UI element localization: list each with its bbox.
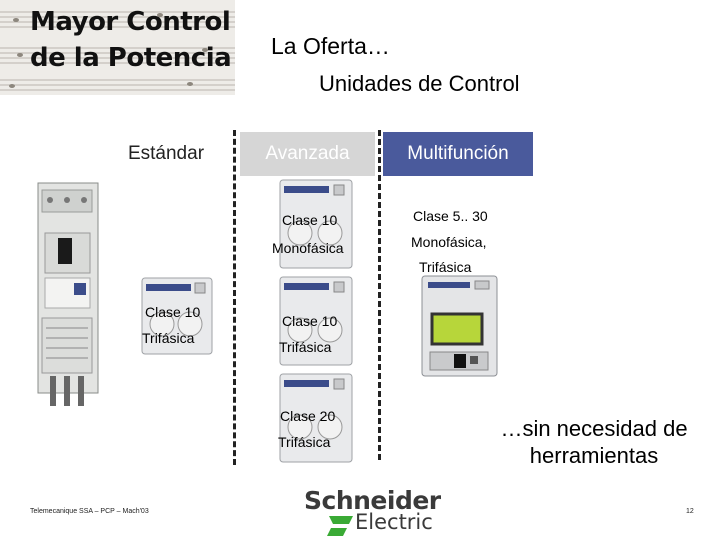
column-header-standard: Estándar [101, 132, 231, 176]
title-line-1: Mayor Control [30, 7, 231, 37]
control-unit-module-icon [279, 276, 353, 366]
standard-phase-label: Trifásica [142, 330, 195, 346]
page-number: 12 [686, 508, 694, 515]
column-header-multifunction: Multifunción [383, 132, 533, 176]
advanced-3-phase-label: Trifásica [278, 434, 331, 450]
multifunction-phase-label-1: Monofásica, [411, 234, 487, 250]
lcd-control-unit-icon [421, 275, 498, 377]
column-header-advanced-label: Avanzada [265, 143, 350, 164]
advanced-1-phase-label: Monofásica [272, 240, 344, 256]
control-unit-module-icon [279, 373, 353, 463]
column-divider-right [378, 130, 381, 460]
footer-text: Telemecanique SSA – PCP – Mach'03 [30, 508, 149, 515]
multifunction-class-label: Clase 5.. 30 [413, 208, 488, 224]
offer-title: La Oferta… [271, 33, 390, 59]
title-block: Mayor Control de la Potencia [0, 0, 235, 95]
advanced-2-phase-label: Trifásica [279, 339, 332, 355]
standard-class-label: Clase 10 [145, 304, 201, 320]
control-unit-module-icon [141, 277, 213, 355]
title-line-2: de la Potencia [30, 43, 232, 73]
advanced-2-class-label: Clase 10 [282, 313, 338, 329]
advanced-3-class-label: Clase 20 [280, 408, 336, 424]
slogan-line-1: …sin necesidad de [500, 416, 688, 441]
schneider-electric-mark-icon [327, 516, 353, 536]
logo-brand-line-2: Electric [355, 510, 433, 534]
offer-subtitle: Unidades de Control [319, 71, 520, 96]
column-divider-left [233, 130, 236, 465]
music-sheet-background [0, 0, 235, 95]
slogan: …sin necesidad de herramientas [478, 415, 710, 469]
motor-starter-icon [37, 182, 99, 406]
control-unit-module-icon [279, 179, 353, 269]
multifunction-phase-label-2: Trifásica [419, 259, 472, 275]
advanced-1-class-label: Clase 10 [282, 212, 338, 228]
column-header-advanced: Avanzada [240, 132, 375, 176]
slogan-line-2: herramientas [529, 443, 659, 468]
column-header-standard-label: Estándar [127, 143, 205, 164]
logo-brand-line-1: Schneider [304, 486, 441, 515]
column-header-multifunction-label: Multifunción [407, 143, 509, 164]
slide-title: Mayor Control de la Potencia [30, 4, 232, 76]
